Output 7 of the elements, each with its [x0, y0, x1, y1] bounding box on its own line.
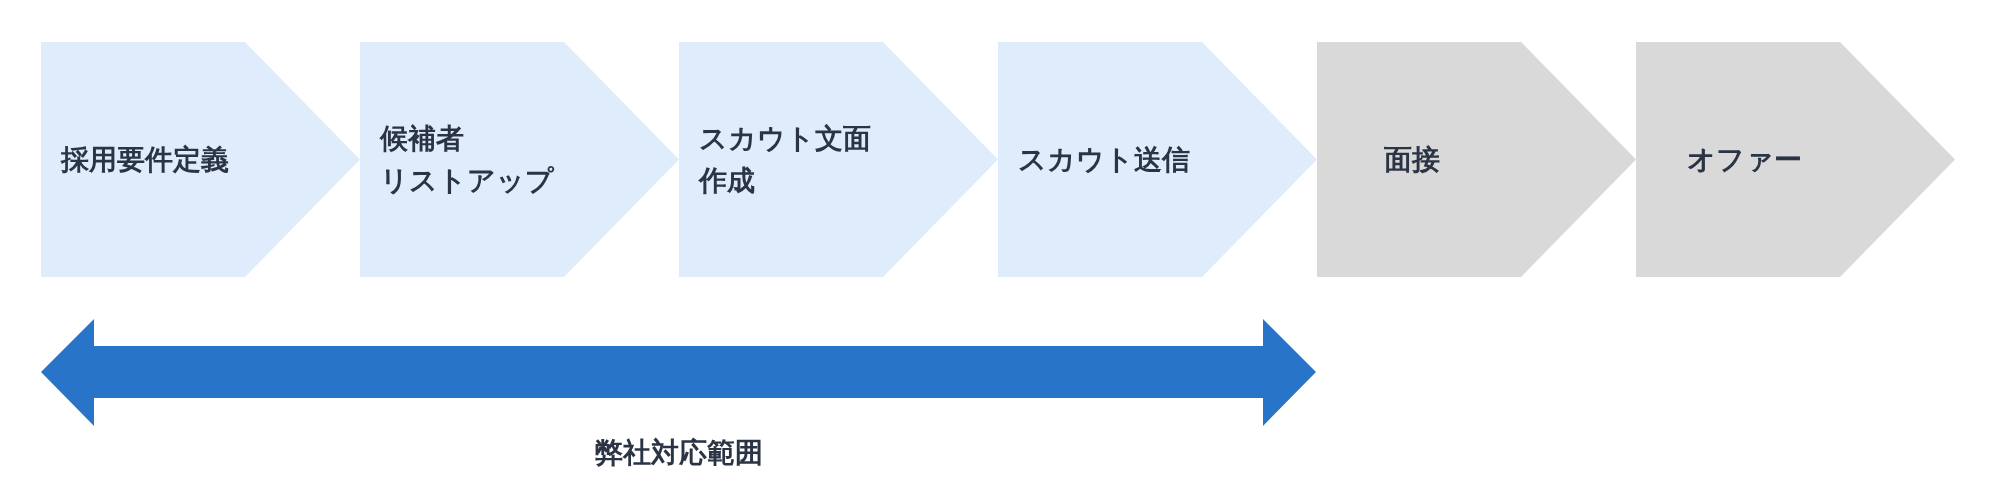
- step-label: 面接: [1384, 141, 1440, 178]
- step-label: 候補者リストアップ: [380, 120, 554, 199]
- step-label: スカウト文面作成: [699, 120, 871, 199]
- step-label: スカウト送信: [1018, 141, 1190, 178]
- step-label: オファー: [1687, 141, 1802, 178]
- step-label: 採用要件定義: [61, 141, 229, 178]
- range-label: 弊社対応範囲: [595, 435, 763, 471]
